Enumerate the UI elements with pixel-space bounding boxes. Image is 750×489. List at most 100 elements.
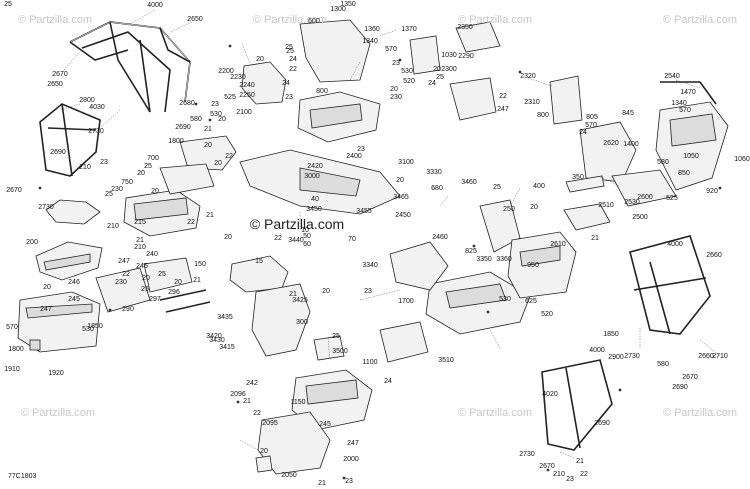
callout-label: 22 (580, 471, 588, 478)
dashboard-bracket[interactable] (299, 19, 371, 83)
callout-label: 22 (253, 410, 261, 417)
callout-label: 22 (499, 93, 507, 100)
center-console[interactable] (239, 149, 401, 215)
callout-label: 600 (308, 18, 320, 25)
dash-panel-right[interactable] (449, 77, 497, 121)
callout-label: 1340 (362, 38, 378, 45)
callout-label: 2710 (712, 353, 728, 360)
inner-fender-right[interactable] (479, 199, 521, 253)
callout-label: 3500 (332, 348, 348, 355)
callout-label: 2610 (550, 241, 566, 248)
callout-label: 23 (345, 478, 353, 485)
floor-pan-bottom[interactable] (257, 411, 331, 475)
battery-box[interactable] (507, 231, 577, 299)
callout-label: 4020 (542, 391, 558, 398)
callout-label: 21 (318, 480, 326, 487)
callout-label: 70 (348, 236, 356, 243)
callout-label: 25 (4, 1, 12, 8)
dash-cover-small[interactable] (313, 335, 345, 361)
radio-bracket[interactable] (409, 35, 441, 75)
callout-label: 245 (136, 263, 148, 270)
seat-support-left[interactable] (159, 163, 215, 195)
rear-panel-left[interactable] (95, 267, 151, 313)
cage-frame-rear[interactable] (39, 103, 101, 177)
callout-label: 24 (428, 80, 436, 87)
callout-label: 1050 (683, 153, 699, 160)
callout-label: 2730 (624, 353, 640, 360)
callout-label: 245 (319, 421, 331, 428)
watermark: © Partzilla.com (457, 407, 533, 419)
callout-label: 240 (146, 251, 158, 258)
callout-label: 1350 (340, 1, 356, 8)
callout-label: 2200 (218, 68, 234, 75)
callout-label: 1300 (330, 6, 346, 13)
callout-label: 21 (576, 458, 584, 465)
callout-label: 920 (706, 188, 718, 195)
rear-fender-panel[interactable] (579, 121, 637, 183)
callout-label: 3420 (206, 333, 222, 340)
heel-guard[interactable] (143, 257, 193, 293)
callout-label: 530 (82, 326, 94, 333)
callout-label: 23 (100, 159, 108, 166)
callout-label: 570 (385, 46, 397, 53)
callout-label: 825 (465, 248, 477, 255)
callout-label: 2600 (637, 194, 653, 201)
hand-hold-bracket[interactable] (45, 199, 101, 225)
callout-label: 800 (316, 88, 328, 95)
callout-label: 4030 (89, 104, 105, 111)
callout-label: 570 (679, 107, 691, 114)
callout-label: 580 (657, 159, 669, 166)
callout-label: 1850 (87, 323, 103, 330)
seat-base-left[interactable] (123, 189, 201, 237)
cage-frame-bottom[interactable] (541, 359, 613, 451)
callout-label: 2730 (519, 451, 535, 458)
callout-label: 297 (149, 296, 161, 303)
step-bars[interactable] (159, 289, 211, 313)
side-panel-right[interactable] (389, 241, 449, 291)
dashboard-upper[interactable] (297, 91, 381, 143)
callout-label: 580 (657, 361, 669, 368)
floor-panel-left[interactable] (35, 241, 103, 281)
callout-label: 2900 (608, 354, 624, 361)
rear-step[interactable] (565, 175, 605, 193)
callout-label: 1800 (168, 138, 184, 145)
callout-label: 20 (260, 448, 268, 455)
small-bracket-2095[interactable] (255, 455, 273, 473)
glove-box[interactable] (179, 135, 237, 171)
grille-vent[interactable] (549, 75, 583, 125)
callout-label: 10 (301, 227, 309, 234)
rear-bumper-panel[interactable] (655, 101, 729, 191)
callout-label: 250 (503, 206, 515, 213)
callout-label: 25 (332, 333, 340, 340)
callout-label: 2230 (230, 74, 246, 81)
callout-label: 525 (224, 94, 236, 101)
callout-label: 23 (364, 288, 372, 295)
callout-label: 3425 (292, 297, 308, 304)
watermark: © Partzilla.com (662, 14, 738, 26)
callout-label: 300 (296, 319, 308, 326)
callout-label: 290 (122, 306, 134, 313)
callout-label: 680 (431, 185, 443, 192)
rear-air-intake[interactable] (563, 203, 611, 231)
callout-label: 246 (68, 279, 80, 286)
callout-label: 3510 (438, 357, 454, 364)
callout-label: 2095 (262, 420, 278, 427)
cage-frame-right[interactable] (629, 235, 711, 335)
tail-light-rail[interactable] (660, 81, 717, 105)
rear-deck-panel[interactable] (611, 169, 677, 207)
callout-label: 800 (537, 112, 549, 119)
floor-panel-right[interactable] (425, 271, 531, 335)
callout-label: 2670 (6, 187, 22, 194)
instrument-cluster-housing[interactable] (241, 61, 287, 105)
steering-cover[interactable] (455, 21, 501, 53)
callout-label: 2100 (236, 109, 252, 116)
callout-label: 21 (289, 291, 297, 298)
storage-bin-left[interactable] (17, 291, 101, 353)
callout-label: 2350 (457, 24, 473, 31)
footwell-panel[interactable] (251, 283, 311, 357)
console-small-panel[interactable] (379, 321, 429, 363)
callout-label: 580 (190, 116, 202, 123)
callout-label: 25 (141, 286, 149, 293)
cage-frame-front[interactable] (69, 21, 191, 113)
leader-lines (59, 9, 721, 459)
